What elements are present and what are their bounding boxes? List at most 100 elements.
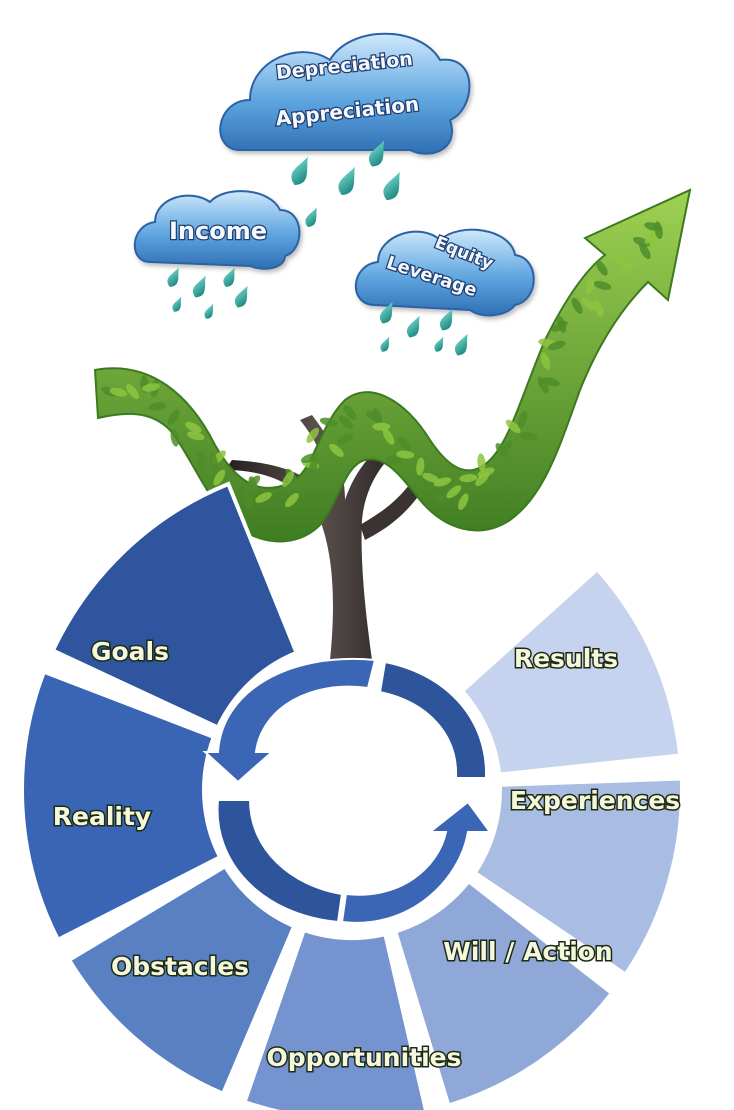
leaf	[372, 422, 391, 431]
segment-label-experiences: Experiences	[510, 786, 680, 815]
inner-arrow-bottom-left-band	[216, 799, 344, 924]
segment-will-action	[392, 878, 615, 1109]
leaf	[300, 453, 319, 463]
leaf	[416, 457, 425, 476]
rain-drop	[167, 267, 179, 287]
leaf	[209, 453, 219, 472]
leaf	[446, 485, 462, 499]
segment-label-goals: Goals	[91, 637, 169, 666]
rain-drops	[167, 140, 468, 356]
segment-experiences	[471, 776, 684, 978]
rain-drop	[454, 333, 468, 356]
leaf	[458, 493, 469, 511]
leaf	[382, 428, 395, 445]
rain-drop	[192, 275, 206, 298]
cloud-left-label: Income	[169, 217, 267, 245]
rain-drop	[406, 315, 420, 338]
leaf	[196, 451, 205, 470]
leaf	[170, 428, 180, 447]
leaf	[505, 419, 521, 434]
rain-drop	[291, 156, 308, 186]
leaf	[644, 229, 659, 244]
leaf	[213, 469, 226, 486]
segment-results	[459, 566, 683, 777]
segment-label-reality: Reality	[53, 802, 151, 831]
leaf	[519, 432, 538, 441]
leaf	[639, 243, 651, 260]
leaf	[109, 387, 128, 397]
leaf	[246, 475, 261, 490]
inner-cycle-arrows	[202, 658, 492, 924]
inner-arrow-top-right-band	[378, 660, 488, 779]
leaf	[585, 277, 595, 296]
leaf	[148, 402, 167, 411]
leaf	[542, 377, 560, 387]
rain-drop	[368, 140, 385, 167]
cycle-segments	[20, 481, 684, 1110]
leaf	[329, 443, 344, 457]
leaf	[422, 472, 440, 483]
inner-arrow-bottom-right	[340, 800, 492, 924]
cloud-top	[219, 32, 471, 155]
leaf	[185, 421, 202, 433]
cloud-left	[133, 190, 301, 270]
leaf	[593, 300, 604, 318]
rain-drop	[439, 308, 453, 331]
segment-label-obstacles: Obstacles	[111, 952, 249, 981]
leaf	[372, 407, 383, 426]
growth-arrow-foliage	[93, 188, 692, 543]
segment-opportunities	[242, 927, 428, 1110]
leaf	[244, 490, 253, 509]
leaf	[282, 471, 294, 487]
rain-drop	[338, 166, 355, 196]
rain-drop	[434, 336, 444, 352]
segment-label-results: Results	[514, 644, 618, 673]
leaf	[286, 482, 305, 491]
leaf	[477, 467, 495, 478]
leaf	[255, 492, 272, 503]
leaf	[633, 236, 651, 247]
leaf	[551, 320, 568, 332]
leaf	[548, 340, 566, 351]
segment-obstacles	[66, 863, 297, 1097]
rain-drop	[172, 296, 182, 312]
leaf	[571, 297, 583, 314]
leaf	[540, 352, 551, 370]
leaf	[336, 433, 354, 445]
rain-drop	[234, 285, 248, 308]
leaf	[620, 260, 636, 274]
leaf	[285, 493, 299, 508]
tree-trunk	[225, 415, 412, 660]
segment-label-will-action: Will / Action	[443, 937, 612, 966]
leaf	[319, 417, 338, 427]
rain-drop	[223, 267, 235, 287]
leaf	[338, 415, 354, 429]
leaf	[459, 474, 478, 483]
leaf	[142, 383, 160, 392]
leaf	[385, 456, 403, 466]
leaf	[581, 297, 596, 311]
leaf	[396, 450, 415, 459]
leaf	[397, 436, 411, 452]
leaf	[433, 477, 452, 487]
segment-label-opportunities: Opportunities	[266, 1043, 461, 1072]
leaf	[495, 442, 508, 459]
leaf	[477, 453, 486, 472]
leaf	[537, 376, 549, 394]
leaf	[343, 405, 357, 420]
cloud-right	[354, 228, 535, 317]
leaf	[308, 459, 318, 478]
rain-drop	[383, 171, 400, 201]
leaf	[126, 384, 139, 399]
leaf	[517, 410, 528, 429]
tree	[93, 188, 692, 660]
leaf	[306, 427, 319, 443]
inner-arrow-top-left	[202, 658, 377, 784]
leaf	[595, 260, 608, 276]
rain-drop	[380, 336, 390, 352]
leaf	[609, 253, 627, 264]
leaf	[187, 431, 205, 441]
leaf-texture	[101, 221, 663, 511]
segment-reality	[20, 669, 223, 943]
